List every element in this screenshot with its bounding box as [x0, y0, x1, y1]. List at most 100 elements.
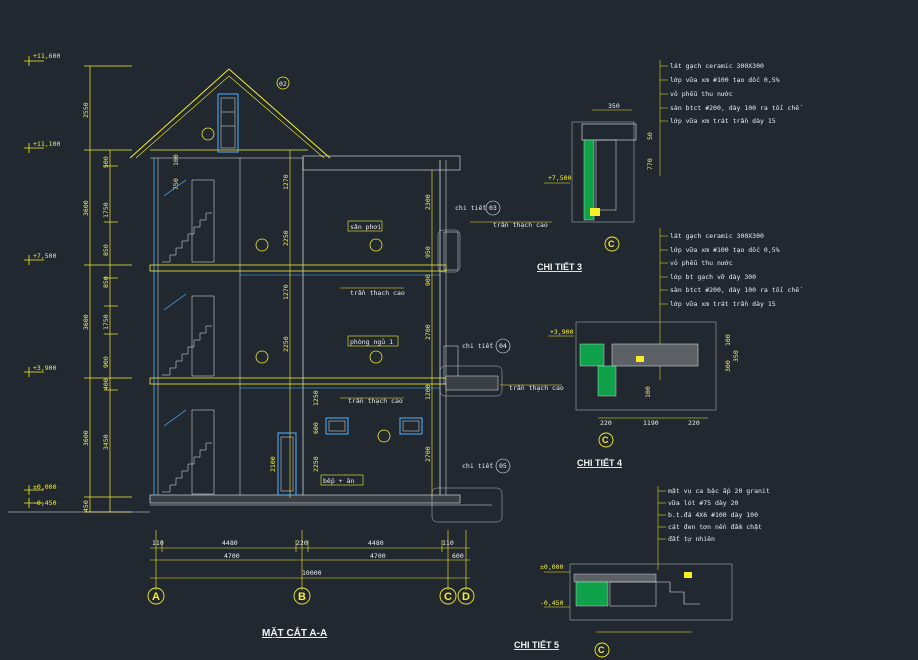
svg-text:sàn btct #200, dày 100 ra tối: sàn btct #200, dày 100 ra tối chế: [670, 104, 803, 112]
svg-text:vữa lót #75 dày 20: vữa lót #75 dày 20: [668, 499, 739, 507]
svg-text:1190: 1190: [643, 419, 659, 427]
svg-text:b.t.đá 4X6 #100 dày 100: b.t.đá 4X6 #100 dày 100: [668, 511, 758, 519]
svg-text:600: 600: [312, 422, 320, 434]
svg-text:950: 950: [424, 246, 432, 258]
svg-text:1750: 1750: [102, 314, 110, 330]
svg-text:350: 350: [732, 350, 740, 362]
section-title: MẶT CẮT A-A: [262, 626, 327, 639]
svg-text:220: 220: [296, 539, 308, 547]
room-san-phoi: sân phơi: [350, 223, 381, 231]
interior-dims: 100 750 1270 2250 1270 2250 1250 600 225…: [172, 154, 432, 472]
svg-text:220: 220: [600, 419, 612, 427]
svg-text:50: 50: [646, 132, 654, 140]
ceiling-label-1: trần thạch cao: [493, 221, 548, 229]
svg-text:+3,900: +3,900: [550, 328, 574, 336]
svg-text:1200: 1200: [424, 384, 432, 400]
svg-text:CHI TIẾT 4: CHI TIẾT 4: [577, 458, 622, 468]
level-e2: +11,100: [33, 140, 60, 148]
svg-text:lớp vữa xm trát trần dày 15: lớp vữa xm trát trần dày 15: [670, 300, 776, 308]
svg-text:2300: 2300: [424, 194, 432, 210]
level-e3: +7,500: [33, 252, 57, 260]
room-labels: sân phơi phòng ngủ 1 bếp + ăn 02: [201, 76, 399, 486]
svg-text:1270: 1270: [282, 284, 290, 300]
svg-text:850: 850: [102, 276, 110, 288]
detail-4: lát gạch ceramic 300X300 lớp vữa xm #100…: [548, 228, 803, 468]
svg-text:lớp vữa xm trát trần dày 15: lớp vữa xm trát trần dày 15: [670, 117, 776, 125]
svg-text:100: 100: [172, 154, 180, 166]
svg-text:110: 110: [442, 539, 454, 547]
svg-text:vỏ phễu thu nước: vỏ phễu thu nước: [670, 259, 733, 267]
grid-b: B: [298, 591, 306, 603]
svg-text:2250: 2250: [312, 456, 320, 472]
svg-text:220: 220: [688, 419, 700, 427]
svg-text:chi tiết: chi tiết: [462, 342, 493, 350]
svg-text:300: 300: [724, 360, 732, 372]
level-e1: +11,600: [33, 52, 60, 60]
svg-text:1270: 1270: [282, 174, 290, 190]
level-e5: ±0,000: [33, 483, 57, 491]
grid-a: A: [152, 591, 160, 603]
svg-text:cát đen tơn nền đầm chặt: cát đen tơn nền đầm chặt: [668, 523, 762, 531]
svg-text:400: 400: [102, 378, 110, 390]
ceiling-labels: trần thạch cao trần thạch cao trần thạch…: [340, 221, 564, 405]
svg-text:350: 350: [608, 102, 620, 110]
room-phong-ngu: phòng ngủ 1: [350, 338, 393, 346]
svg-text:3600: 3600: [82, 430, 90, 446]
svg-text:900: 900: [424, 274, 432, 286]
svg-text:450: 450: [82, 500, 90, 512]
svg-text:lớp vữa xm #100 tạo dốc 0,5%: lớp vữa xm #100 tạo dốc 0,5%: [670, 246, 780, 254]
svg-text:2250: 2250: [282, 336, 290, 352]
svg-text:770: 770: [646, 158, 654, 170]
svg-text:600: 600: [452, 552, 464, 560]
svg-text:+7,500: +7,500: [548, 174, 572, 182]
svg-text:3600: 3600: [82, 200, 90, 216]
svg-text:110: 110: [152, 539, 164, 547]
svg-text:4700: 4700: [224, 552, 240, 560]
svg-text:3450: 3450: [102, 434, 110, 450]
svg-text:C: C: [602, 435, 609, 445]
building-section: [8, 68, 503, 523]
svg-text:vỏ phễu thu nước: vỏ phễu thu nước: [670, 90, 733, 98]
svg-text:chi tiết: chi tiết: [455, 204, 486, 212]
ceiling-label-3: trần thạch cao: [509, 384, 564, 392]
svg-text:chi tiết: chi tiết: [462, 462, 493, 470]
svg-text:4480: 4480: [222, 539, 238, 547]
detail-5: mặt vụ ca bậc ắp 20 granit vữa lót #75 d…: [514, 486, 770, 658]
svg-text:04: 04: [499, 342, 507, 350]
detail-3: lát gạch ceramic 300X300 lớp vữa xm #100…: [537, 60, 803, 272]
svg-text:3600: 3600: [82, 314, 90, 330]
svg-text:4700: 4700: [370, 552, 386, 560]
svg-text:lát gạch ceramic 300X300: lát gạch ceramic 300X300: [670, 62, 764, 70]
left-dimension-chains: [84, 65, 132, 513]
level-e6: -0,450: [33, 499, 57, 507]
level-e4: +3,900: [33, 364, 57, 372]
grid-axis-markers: A B C D: [147, 587, 475, 605]
svg-text:05: 05: [499, 462, 507, 470]
svg-text:CHI TIẾT 3: CHI TIẾT 3: [537, 262, 582, 272]
svg-text:2250: 2250: [282, 230, 290, 246]
svg-text:2550: 2550: [82, 102, 90, 118]
svg-text:mặt vụ ca bậc ắp 20 granit: mặt vụ ca bậc ắp 20 granit: [668, 487, 770, 495]
svg-text:900: 900: [102, 356, 110, 368]
svg-text:500: 500: [102, 156, 110, 168]
svg-text:4480: 4480: [368, 539, 384, 547]
svg-text:2100: 2100: [269, 456, 277, 472]
svg-text:10000: 10000: [302, 569, 322, 577]
ceiling-label-4: trần thạch cao: [348, 397, 403, 405]
detail-callouts: chi tiết 03 chi tiết 04 chi tiết 05: [455, 200, 511, 474]
svg-text:100: 100: [644, 386, 652, 398]
svg-text:C: C: [608, 239, 615, 249]
svg-text:±0,000: ±0,000: [540, 563, 564, 571]
svg-text:2700: 2700: [424, 446, 432, 462]
svg-text:CHI TIẾT 5: CHI TIẾT 5: [514, 640, 559, 650]
svg-text:2700: 2700: [424, 324, 432, 340]
grid-c: C: [444, 591, 452, 603]
svg-text:02: 02: [279, 80, 287, 88]
bottom-dims: 110 4480 220 4480 110 4700 4700 600 1000…: [150, 530, 470, 590]
svg-text:C: C: [598, 645, 605, 655]
svg-text:100: 100: [724, 334, 732, 346]
svg-text:750: 750: [172, 178, 180, 190]
svg-text:lớp bt gạch vỡ dày 300: lớp bt gạch vỡ dày 300: [670, 273, 756, 281]
